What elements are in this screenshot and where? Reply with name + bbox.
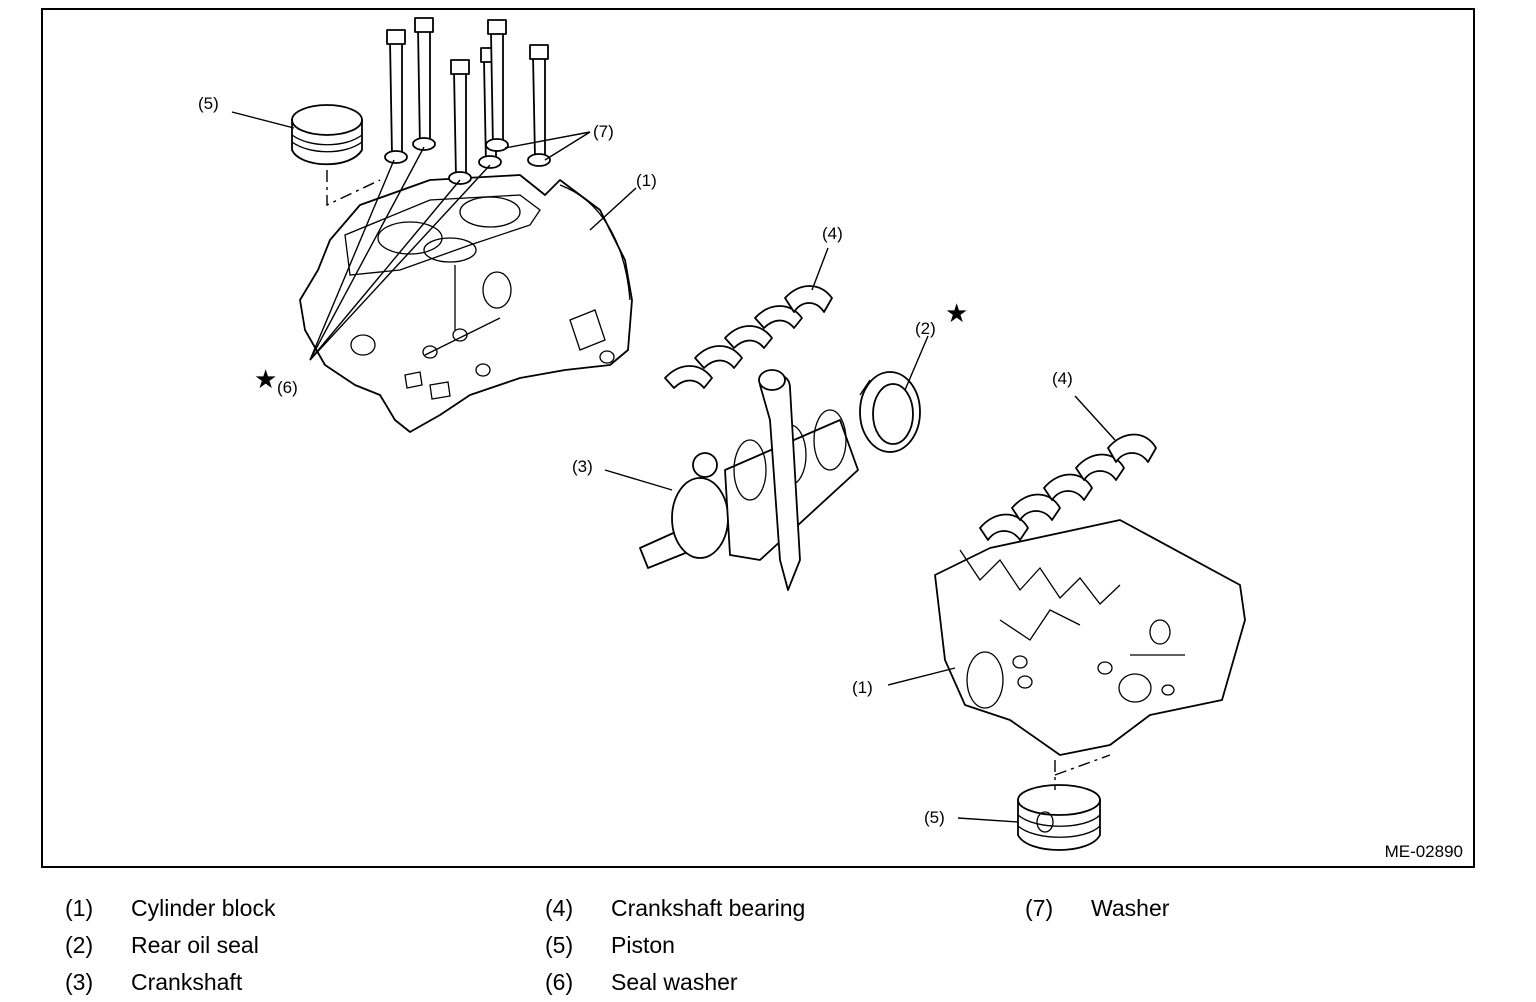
crankshaft-bearings-upper	[664, 247, 833, 389]
legend-number: (5)	[545, 932, 574, 958]
cylinder-block-upper	[299, 174, 633, 433]
star-symbol-washer: ★	[254, 364, 277, 394]
parts-legend: (1) Cylinder block (2) Rear oil seal (3)…	[0, 880, 1536, 1002]
legend-number: (7)	[1025, 895, 1054, 921]
callout-5-lower: (5)	[924, 808, 945, 827]
legend-number: (1)	[65, 895, 94, 921]
legend-number: (2)	[65, 932, 94, 958]
legend-label: Crankshaft bearing	[611, 895, 806, 921]
piston-upper	[291, 104, 381, 207]
legend-number: (3)	[65, 969, 94, 995]
legend-label: Washer	[1091, 895, 1170, 921]
callout-1-lower: (1)	[852, 678, 873, 697]
callout-2: (2)	[915, 319, 936, 338]
legend-number: (4)	[545, 895, 574, 921]
legend-label: Seal washer	[611, 969, 738, 995]
callout-6: (6)	[277, 378, 298, 397]
callout-4-lower: (4)	[1052, 369, 1073, 388]
legend-label: Piston	[611, 932, 675, 958]
callout-1-upper: (1)	[636, 171, 657, 190]
legend-label: Cylinder block	[131, 895, 276, 921]
piston-lower	[957, 754, 1111, 851]
legend-label: Rear oil seal	[131, 932, 259, 958]
cylinder-block-lower	[887, 519, 1246, 756]
callout-3: (3)	[572, 457, 593, 476]
figure-id: ME-02890	[1385, 842, 1463, 861]
head-bolts	[384, 17, 551, 185]
rear-oil-seal	[859, 335, 929, 453]
callout-5-upper: (5)	[198, 94, 219, 113]
exploded-view-diagram: (5) (7) (1) (4) (2) ★ ★ (6) (4) (3) (1) …	[198, 17, 1463, 861]
crankshaft-bearings-lower	[979, 395, 1157, 541]
crankshaft	[604, 369, 859, 591]
leaders-upper	[231, 111, 637, 361]
callout-4-upper: (4)	[822, 224, 843, 243]
legend-number: (6)	[545, 969, 574, 995]
legend-label: Crankshaft	[131, 969, 243, 995]
callout-7: (7)	[593, 122, 614, 141]
star-symbol-seal: ★	[945, 298, 968, 328]
diagram-frame	[41, 8, 1475, 868]
